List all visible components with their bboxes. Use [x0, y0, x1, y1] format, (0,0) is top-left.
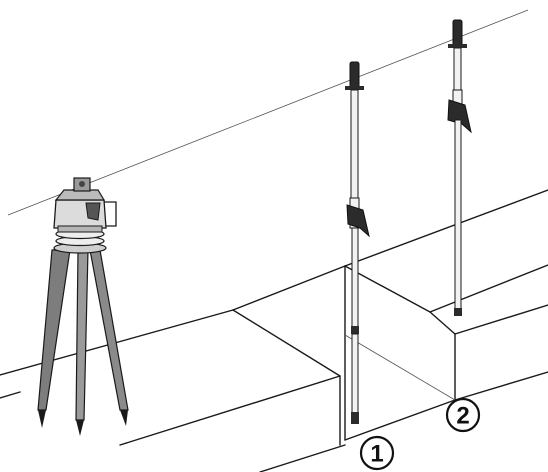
leveling-rod-2	[447, 19, 472, 316]
leveling-rod-1	[345, 61, 370, 424]
tripod	[37, 228, 129, 436]
callout-1-label: 1	[370, 441, 383, 468]
callout-2: 2	[445, 397, 481, 433]
rotary-laser-icon	[53, 177, 117, 233]
callout-2-label: 2	[456, 403, 469, 430]
callout-1: 1	[359, 435, 395, 471]
laser-plane-line	[7, 9, 529, 216]
